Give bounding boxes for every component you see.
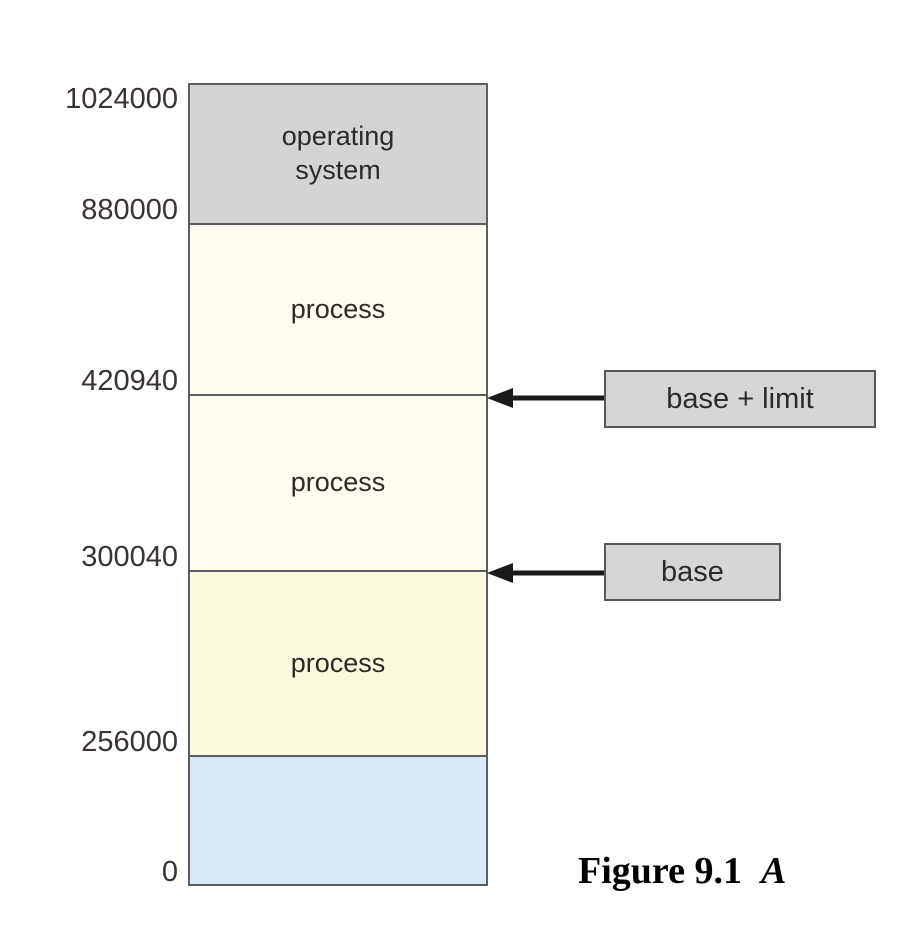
address-tick-0: 0 (161, 856, 178, 888)
address-tick-1024000: 1024000 (65, 83, 178, 115)
address-tick-880000: 880000 (81, 194, 178, 226)
address-tick-256000: 256000 (81, 726, 178, 758)
memory-block-label: process (290, 647, 386, 678)
address-tick-420940: 420940 (81, 365, 178, 397)
address-tick-300040: 300040 (81, 541, 178, 573)
memory-block-label: process (290, 467, 386, 498)
base-plus-limit-arrow-icon (487, 388, 611, 408)
callout-base[interactable]: base (604, 543, 781, 601)
figure-caption-number: Figure 9.1 (578, 850, 742, 892)
memory-block-process-2: process (190, 394, 486, 570)
figure-caption: Figure 9.1 A (578, 849, 786, 893)
callout-label: base + limit (666, 382, 814, 415)
callout-base-plus-limit[interactable]: base + limit (604, 370, 876, 428)
memory-block-process-3: process (190, 570, 486, 755)
memory-block-free (190, 755, 486, 884)
memory-column: operating system process process process (188, 83, 488, 886)
callout-label: base (661, 555, 724, 588)
figure-caption-text: A (760, 850, 787, 892)
memory-block-label: process (290, 293, 386, 324)
memory-block-label: operating system (281, 121, 395, 185)
base-arrow-icon (487, 563, 604, 583)
address-axis: 1024000 880000 420940 300040 256000 0 (0, 0, 178, 942)
memory-block-operating-system: operating system (190, 85, 486, 223)
memory-block-process-1: process (190, 223, 486, 394)
